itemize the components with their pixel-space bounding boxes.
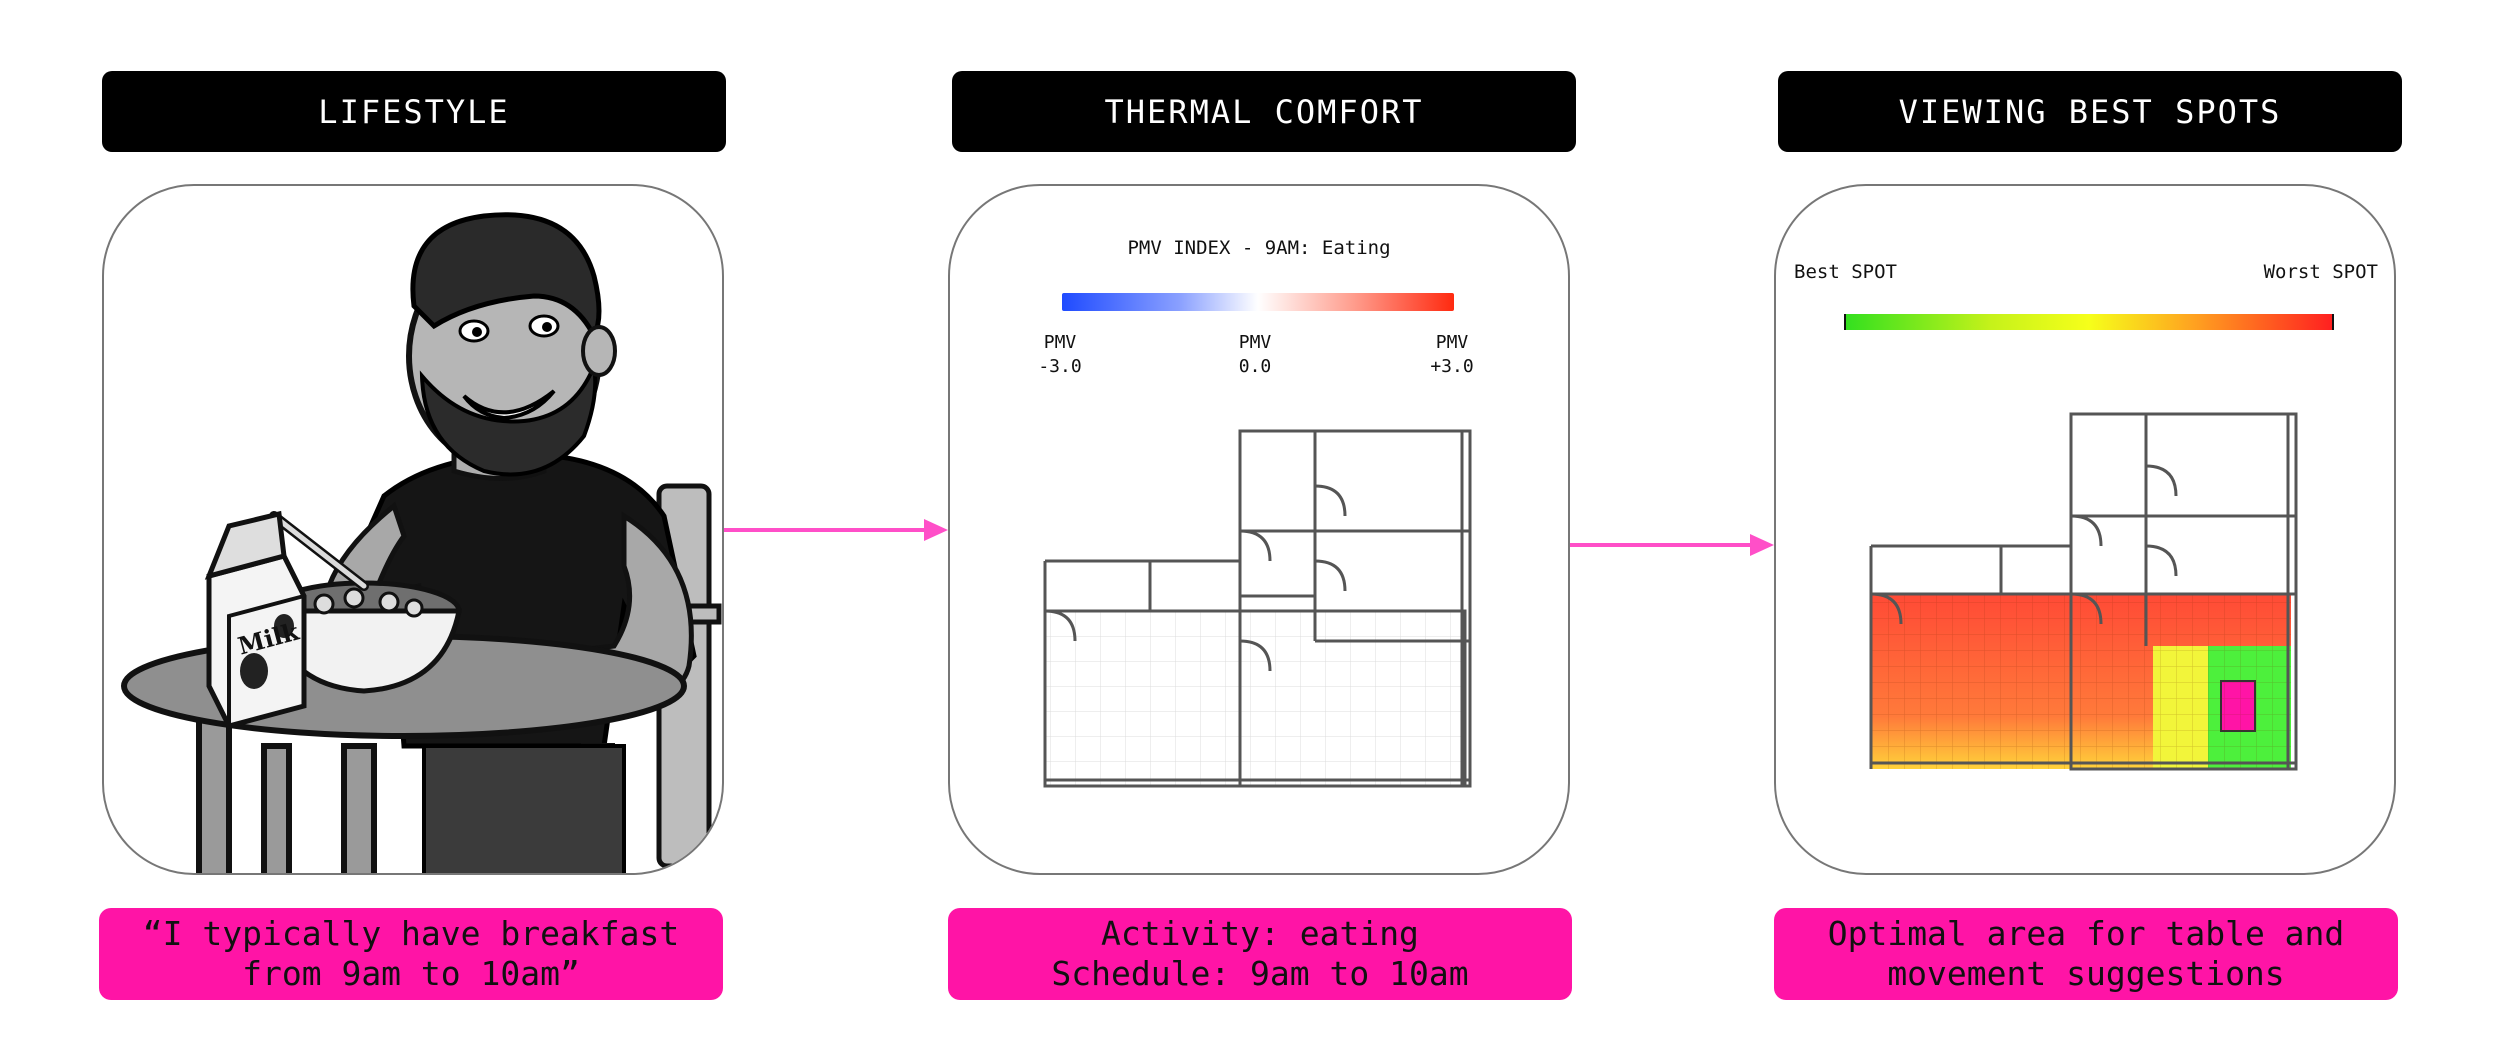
pmv-color-scale [1062, 293, 1454, 311]
header-viewing-best-spots: VIEWING BEST SPOTS [1778, 71, 2402, 152]
scale-label-worst: Worst SPOT [2263, 261, 2378, 283]
caption-lifestyle: “I typically have breakfast from 9am to … [99, 908, 723, 1000]
arrow-thermal-to-best-spots [1570, 534, 1774, 556]
pmv-tick-max: PMV+3.0 [1430, 332, 1474, 377]
floor-plan-pmv [1043, 429, 1472, 788]
floor-plan-best-spots [1869, 412, 2298, 771]
beard [419, 358, 598, 477]
best-spots-card: Best SPOT Worst SPOT [1774, 184, 2396, 875]
caption-best-spots: Optimal area for table and movement sugg… [1774, 908, 2398, 1000]
cereal-bowl [265, 580, 463, 694]
header-thermal-comfort: THERMAL COMFORT [952, 71, 1576, 152]
arrow-lifestyle-to-thermal [724, 519, 948, 541]
caption-thermal-comfort: Activity: eating Schedule: 9am to 10am [948, 908, 1572, 1000]
scale-label-best: Best SPOT [1794, 261, 1897, 283]
lifestyle-card: Milk [102, 184, 724, 875]
milk-carton: Milk [204, 510, 307, 729]
pmv-tick-min: PMV-3.0 [1038, 332, 1082, 377]
spot-color-scale [1844, 314, 2334, 330]
hair [410, 212, 602, 342]
man-eating-cereal-illustration: Milk [121, 212, 722, 873]
pmv-scale-title: PMV INDEX - 9AM: Eating [1127, 237, 1391, 259]
header-lifestyle: LIFESTYLE [102, 71, 726, 152]
